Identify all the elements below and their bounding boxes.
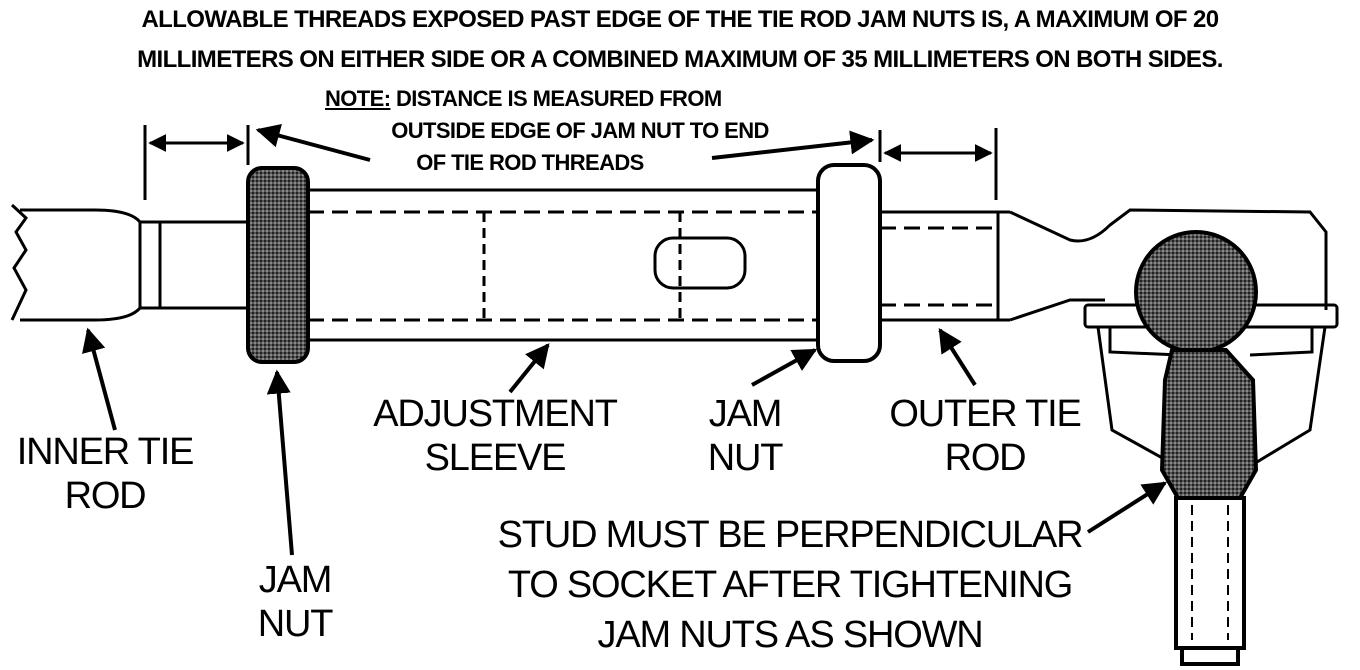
- adjustment-sleeve-arrow: [508, 343, 550, 394]
- label-adjustment-sleeve: ADJUSTMENT SLEEVE: [373, 393, 618, 479]
- note-line-2: OUTSIDE EDGE OF JAM NUT TO END: [391, 118, 769, 143]
- note-prefix: NOTE:: [325, 86, 391, 111]
- note-leader-right: [711, 130, 875, 160]
- note-leader-left: [255, 123, 371, 162]
- note-line-1: NOTE: DISTANCE IS MEASURED FROM: [325, 86, 825, 112]
- ball-stud: [1134, 230, 1259, 666]
- outer-tie-rod: [880, 208, 1328, 322]
- label-jam-nut-left: JAM NUT: [257, 559, 334, 645]
- jam-nut-right-arrow: [751, 348, 818, 387]
- header-line-1: ALLOWABLE THREADS EXPOSED PAST EDGE OF T…: [141, 6, 1219, 33]
- jam-nut-left: [246, 166, 310, 364]
- dimension-left: [143, 125, 250, 200]
- label-jam-nut-right: JAM NUT: [707, 393, 784, 479]
- note-line-3: OF TIE ROD THREADS: [416, 150, 644, 175]
- stud-note-arrow: [1086, 481, 1168, 534]
- note-text-1: DISTANCE IS MEASURED FROM: [395, 86, 722, 111]
- label-inner-tie-rod: INNER TIE ROD: [16, 431, 195, 517]
- inner-tie-rod: [10, 203, 250, 322]
- header-line-2: MILLIMETERS ON EITHER SIDE OR A COMBINED…: [137, 46, 1223, 73]
- outer-tie-rod-arrow: [938, 327, 977, 387]
- adjustment-sleeve: [308, 188, 820, 342]
- label-outer-tie-rod: OUTER TIE ROD: [889, 393, 1081, 479]
- dimension-right: [878, 128, 998, 200]
- label-stud-note: STUD MUST BE PERPENDICULAR TO SOCKET AFT…: [497, 514, 1084, 656]
- jam-nut-left-arrow: [266, 369, 294, 556]
- inner-tie-rod-arrow: [82, 327, 117, 431]
- jam-nut-right: [816, 163, 882, 363]
